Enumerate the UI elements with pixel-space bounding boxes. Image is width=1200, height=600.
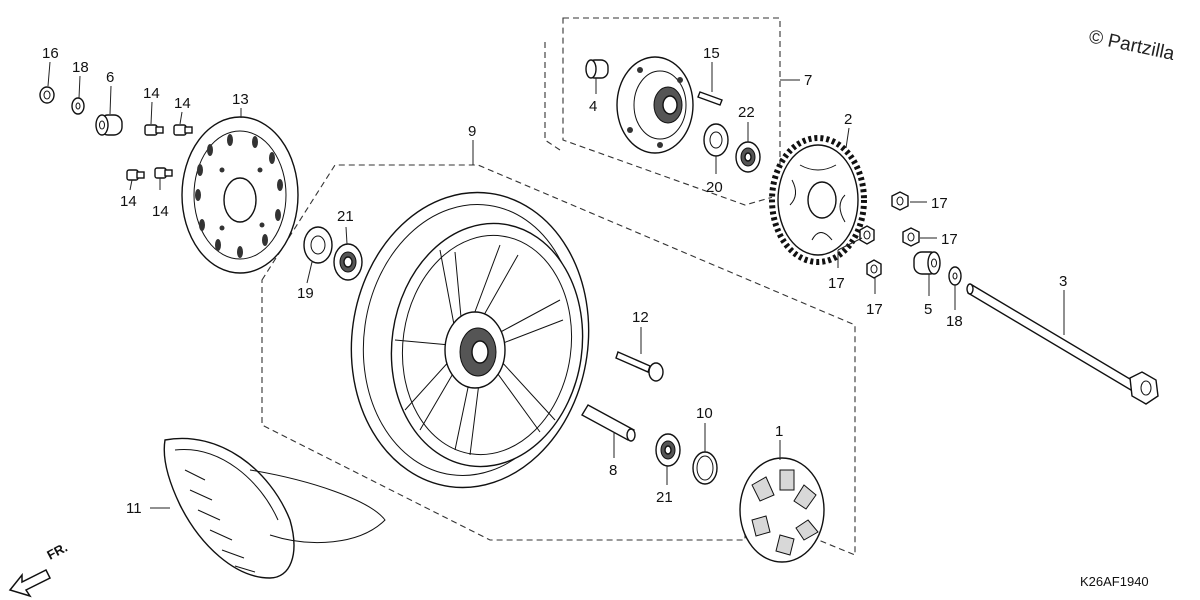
callout-9: 9 — [468, 123, 476, 140]
bearing-19-part — [303, 226, 333, 264]
o-ring-10-part — [692, 451, 718, 485]
bolt-14-c-part — [126, 169, 145, 181]
nut-17-d-part — [866, 259, 882, 279]
callout-14-d: 14 — [152, 203, 169, 220]
callout-8: 8 — [609, 462, 617, 479]
nut-16-part — [39, 86, 55, 104]
collar-4-part — [585, 59, 609, 79]
callout-4: 4 — [589, 98, 597, 115]
callout-10: 10 — [696, 405, 713, 422]
rear-wheel-icon — [350, 191, 590, 489]
tire-icon — [163, 437, 386, 579]
bolt-12-part — [615, 351, 664, 382]
hub-7-part — [616, 56, 694, 154]
callout-13: 13 — [232, 91, 249, 108]
callout-18-left: 18 — [72, 59, 89, 76]
nut-17-c-part — [859, 225, 875, 245]
callout-6: 6 — [106, 69, 114, 86]
damper-1-part — [739, 457, 825, 563]
callout-7: 7 — [804, 72, 812, 89]
washer-18-left-part — [71, 97, 85, 115]
callout-2: 2 — [844, 111, 852, 128]
callout-14-b: 14 — [174, 95, 191, 112]
nut-17-b-part — [902, 227, 920, 247]
leader-lines — [47, 61, 1065, 509]
callout-18-right: 18 — [946, 313, 963, 330]
collar-8-part — [581, 404, 636, 442]
callout-16: 16 — [42, 45, 59, 62]
collar-6-part — [95, 114, 123, 136]
bearing-20-part — [703, 123, 729, 157]
callout-5: 5 — [924, 301, 932, 318]
callout-17-c: 17 — [828, 275, 845, 292]
stud-15-part — [697, 91, 723, 106]
callout-12: 12 — [632, 309, 649, 326]
sprocket-icon — [769, 135, 867, 265]
callout-14-a: 14 — [143, 85, 160, 102]
callout-3: 3 — [1059, 273, 1067, 290]
callout-22: 22 — [738, 104, 755, 121]
wheel-assembly-outline — [261, 164, 856, 556]
callout-21-lower: 21 — [656, 489, 673, 506]
diagram-code: K26AF1940 — [1080, 574, 1149, 589]
callout-21-left: 21 — [337, 208, 354, 225]
washer-18-right-part — [948, 266, 962, 286]
callout-19: 19 — [297, 285, 314, 302]
brake-disc-icon — [181, 116, 299, 274]
callout-11: 11 — [126, 500, 142, 517]
nut-17-a-part — [891, 191, 909, 211]
axle-3-part — [966, 283, 1159, 405]
front-direction-arrow-icon: FR. — [8, 540, 70, 598]
collar-5-part — [913, 251, 941, 275]
watermark-text: © Partzilla — [1087, 26, 1177, 65]
bolt-14-d-part — [154, 167, 173, 179]
bolt-14-a-part — [144, 124, 164, 136]
callout-20: 20 — [706, 179, 723, 196]
callout-17-b: 17 — [941, 231, 958, 248]
callout-1: 1 — [775, 423, 783, 440]
hub-assembly-outline — [562, 17, 781, 206]
hub-leader-dashed — [544, 42, 561, 151]
callout-labels: 16 18 6 14 14 14 14 13 19 21 9 11 12 8 2… — [42, 45, 1067, 517]
bearing-21-lower-part — [655, 433, 681, 467]
direction-label: FR. — [44, 540, 70, 563]
seal-22-part — [735, 141, 761, 173]
callout-17-a: 17 — [931, 195, 948, 212]
callout-15: 15 — [703, 45, 720, 62]
bearing-21-left-part — [333, 243, 363, 281]
callout-17-d: 17 — [866, 301, 883, 318]
bolt-14-b-part — [173, 124, 193, 136]
callout-14-c: 14 — [120, 193, 137, 210]
